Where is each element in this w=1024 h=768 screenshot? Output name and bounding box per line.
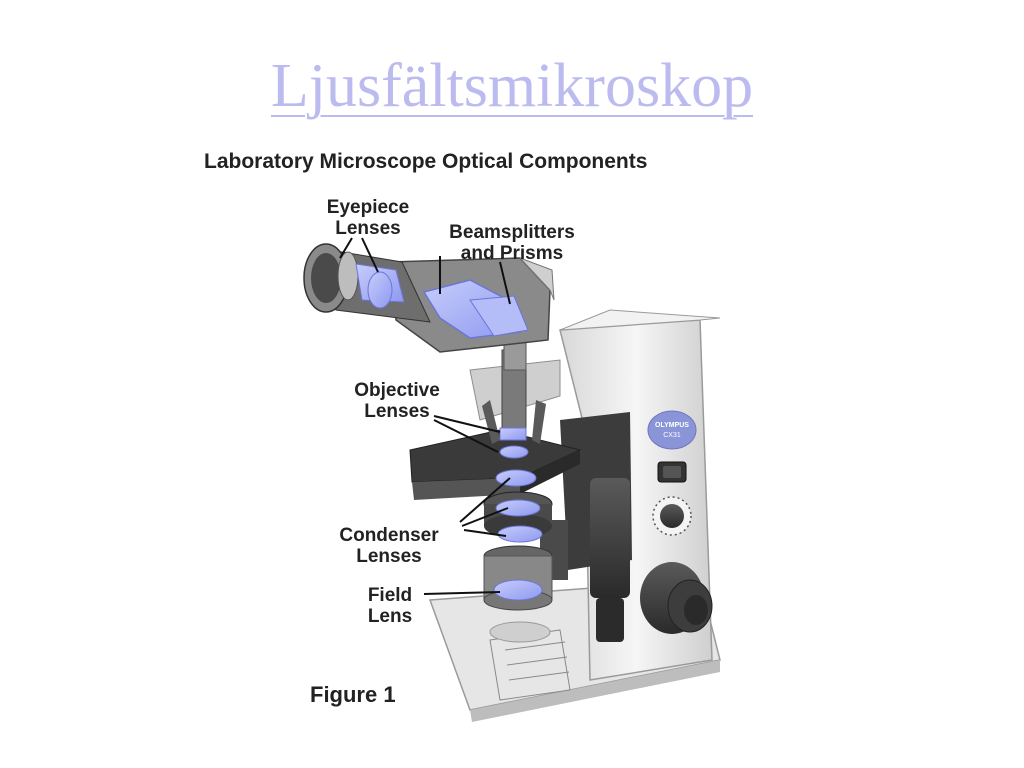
eyepiece-tube <box>303 243 431 323</box>
brand-name: OLYMPUS <box>655 422 689 429</box>
slide-title: Ljusfältsmikroskop <box>270 52 754 120</box>
label-line: Eyepiece <box>326 197 410 218</box>
label-line: Lenses <box>364 401 430 422</box>
label-line: Lenses <box>356 546 422 567</box>
prism-housing <box>389 257 555 353</box>
label-objective-lenses: Objective Lenses <box>338 380 456 422</box>
label-beamsplitters-prisms: Beamsplitters and Prisms <box>430 222 594 264</box>
label-line: Lenses <box>335 218 401 239</box>
focus-knob <box>640 562 713 634</box>
figure-caption: Figure 1 <box>310 682 396 707</box>
figure-title: Laboratory Microscope Optical Components <box>204 150 648 173</box>
brightness-dial <box>652 496 692 536</box>
leader-lines <box>339 237 511 595</box>
label-eyepiece-lenses: Eyepiece Lenses <box>312 197 424 239</box>
brand-badge: OLYMPUS CX31 <box>647 410 697 450</box>
brand-model: CX31 <box>663 432 681 439</box>
label-line: and Prisms <box>460 243 564 264</box>
label-line: Beamsplitters <box>449 222 575 243</box>
label-condenser-lenses: Condenser Lenses <box>322 525 456 567</box>
label-field-lens: Field Lens <box>356 585 424 627</box>
label-line: Field <box>367 585 413 606</box>
label-line: Condenser <box>339 525 439 546</box>
label-line: Objective <box>354 380 440 401</box>
field-lens-housing <box>483 545 553 643</box>
label-line: Lens <box>367 606 413 627</box>
